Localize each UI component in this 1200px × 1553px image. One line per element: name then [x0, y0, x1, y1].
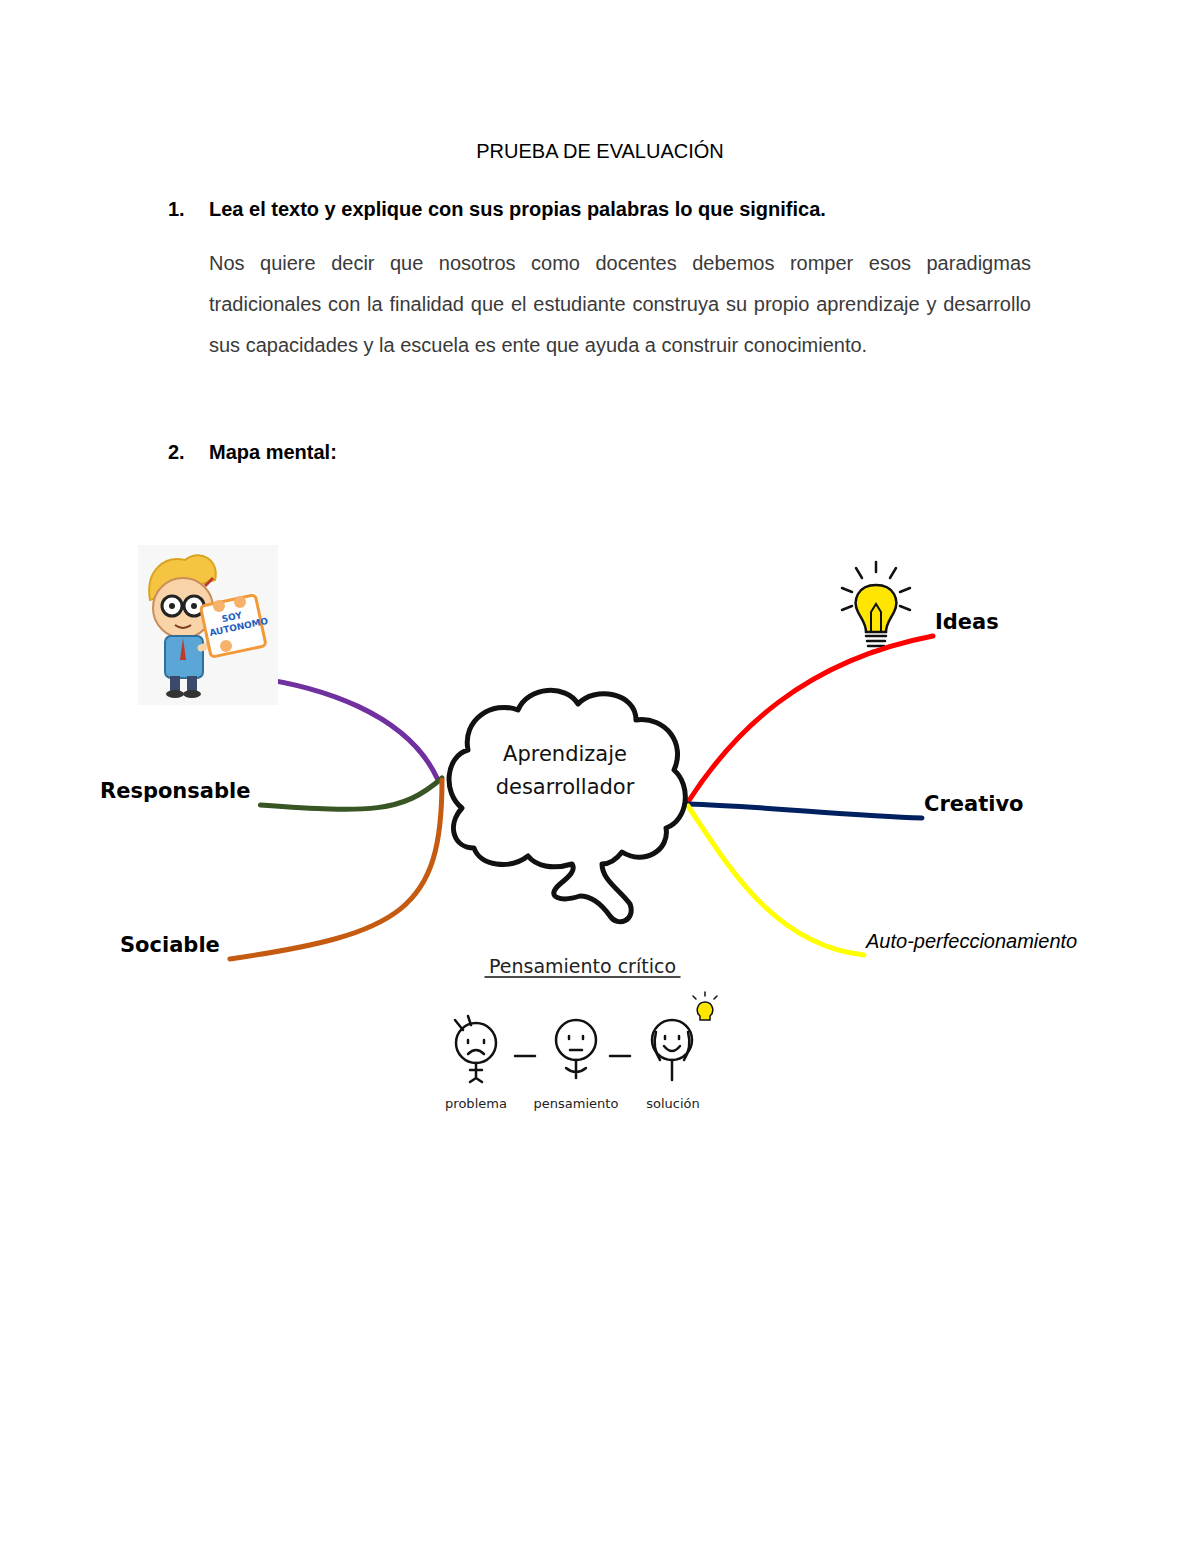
node-text: Aprendizaje desarrollador: [485, 738, 645, 804]
sketch-caption: solución: [636, 1096, 710, 1111]
branch-line: [688, 804, 922, 818]
autonomous-figure: [138, 545, 278, 705]
branch-label: Responsable: [100, 779, 250, 803]
lightbulb-icon: [842, 562, 910, 651]
branch-line: [260, 778, 442, 809]
brain-node: Aprendizaje desarrollador: [440, 680, 690, 930]
question-number: 2.: [168, 441, 185, 464]
critical-thinking-figures: [455, 977, 717, 1082]
sketch-title: Pensamiento crítico: [470, 955, 695, 977]
branch-label: Creativo: [924, 792, 1024, 816]
brain-outline: [440, 680, 690, 930]
question-text: Lea el texto y explique con sus propias …: [209, 198, 1109, 221]
node-text: Sociable: [120, 933, 220, 957]
sketch-caption: pensamiento: [530, 1096, 622, 1111]
question-number: 1.: [168, 198, 185, 221]
branch-label: Ideas: [935, 610, 999, 634]
branch-line: [688, 636, 933, 802]
question-text: Mapa mental:: [209, 441, 337, 464]
node-text: Creativo: [924, 792, 1024, 816]
sketch-caption: problema: [440, 1096, 512, 1111]
node-text: Responsable: [100, 779, 250, 803]
answer-paragraph: Nos quiere decir que nosotros como docen…: [209, 243, 1031, 366]
branch-line: [230, 780, 442, 959]
branch-label: Sociable: [120, 933, 220, 957]
branch-label: Auto-perfeccionamiento: [866, 930, 1077, 953]
page-title: PRUEBA DE EVALUACIÓN: [0, 140, 1200, 163]
branch-line: [688, 806, 864, 955]
node-text: Auto-perfeccionamiento: [866, 930, 1077, 953]
node-text: Ideas: [935, 610, 999, 634]
